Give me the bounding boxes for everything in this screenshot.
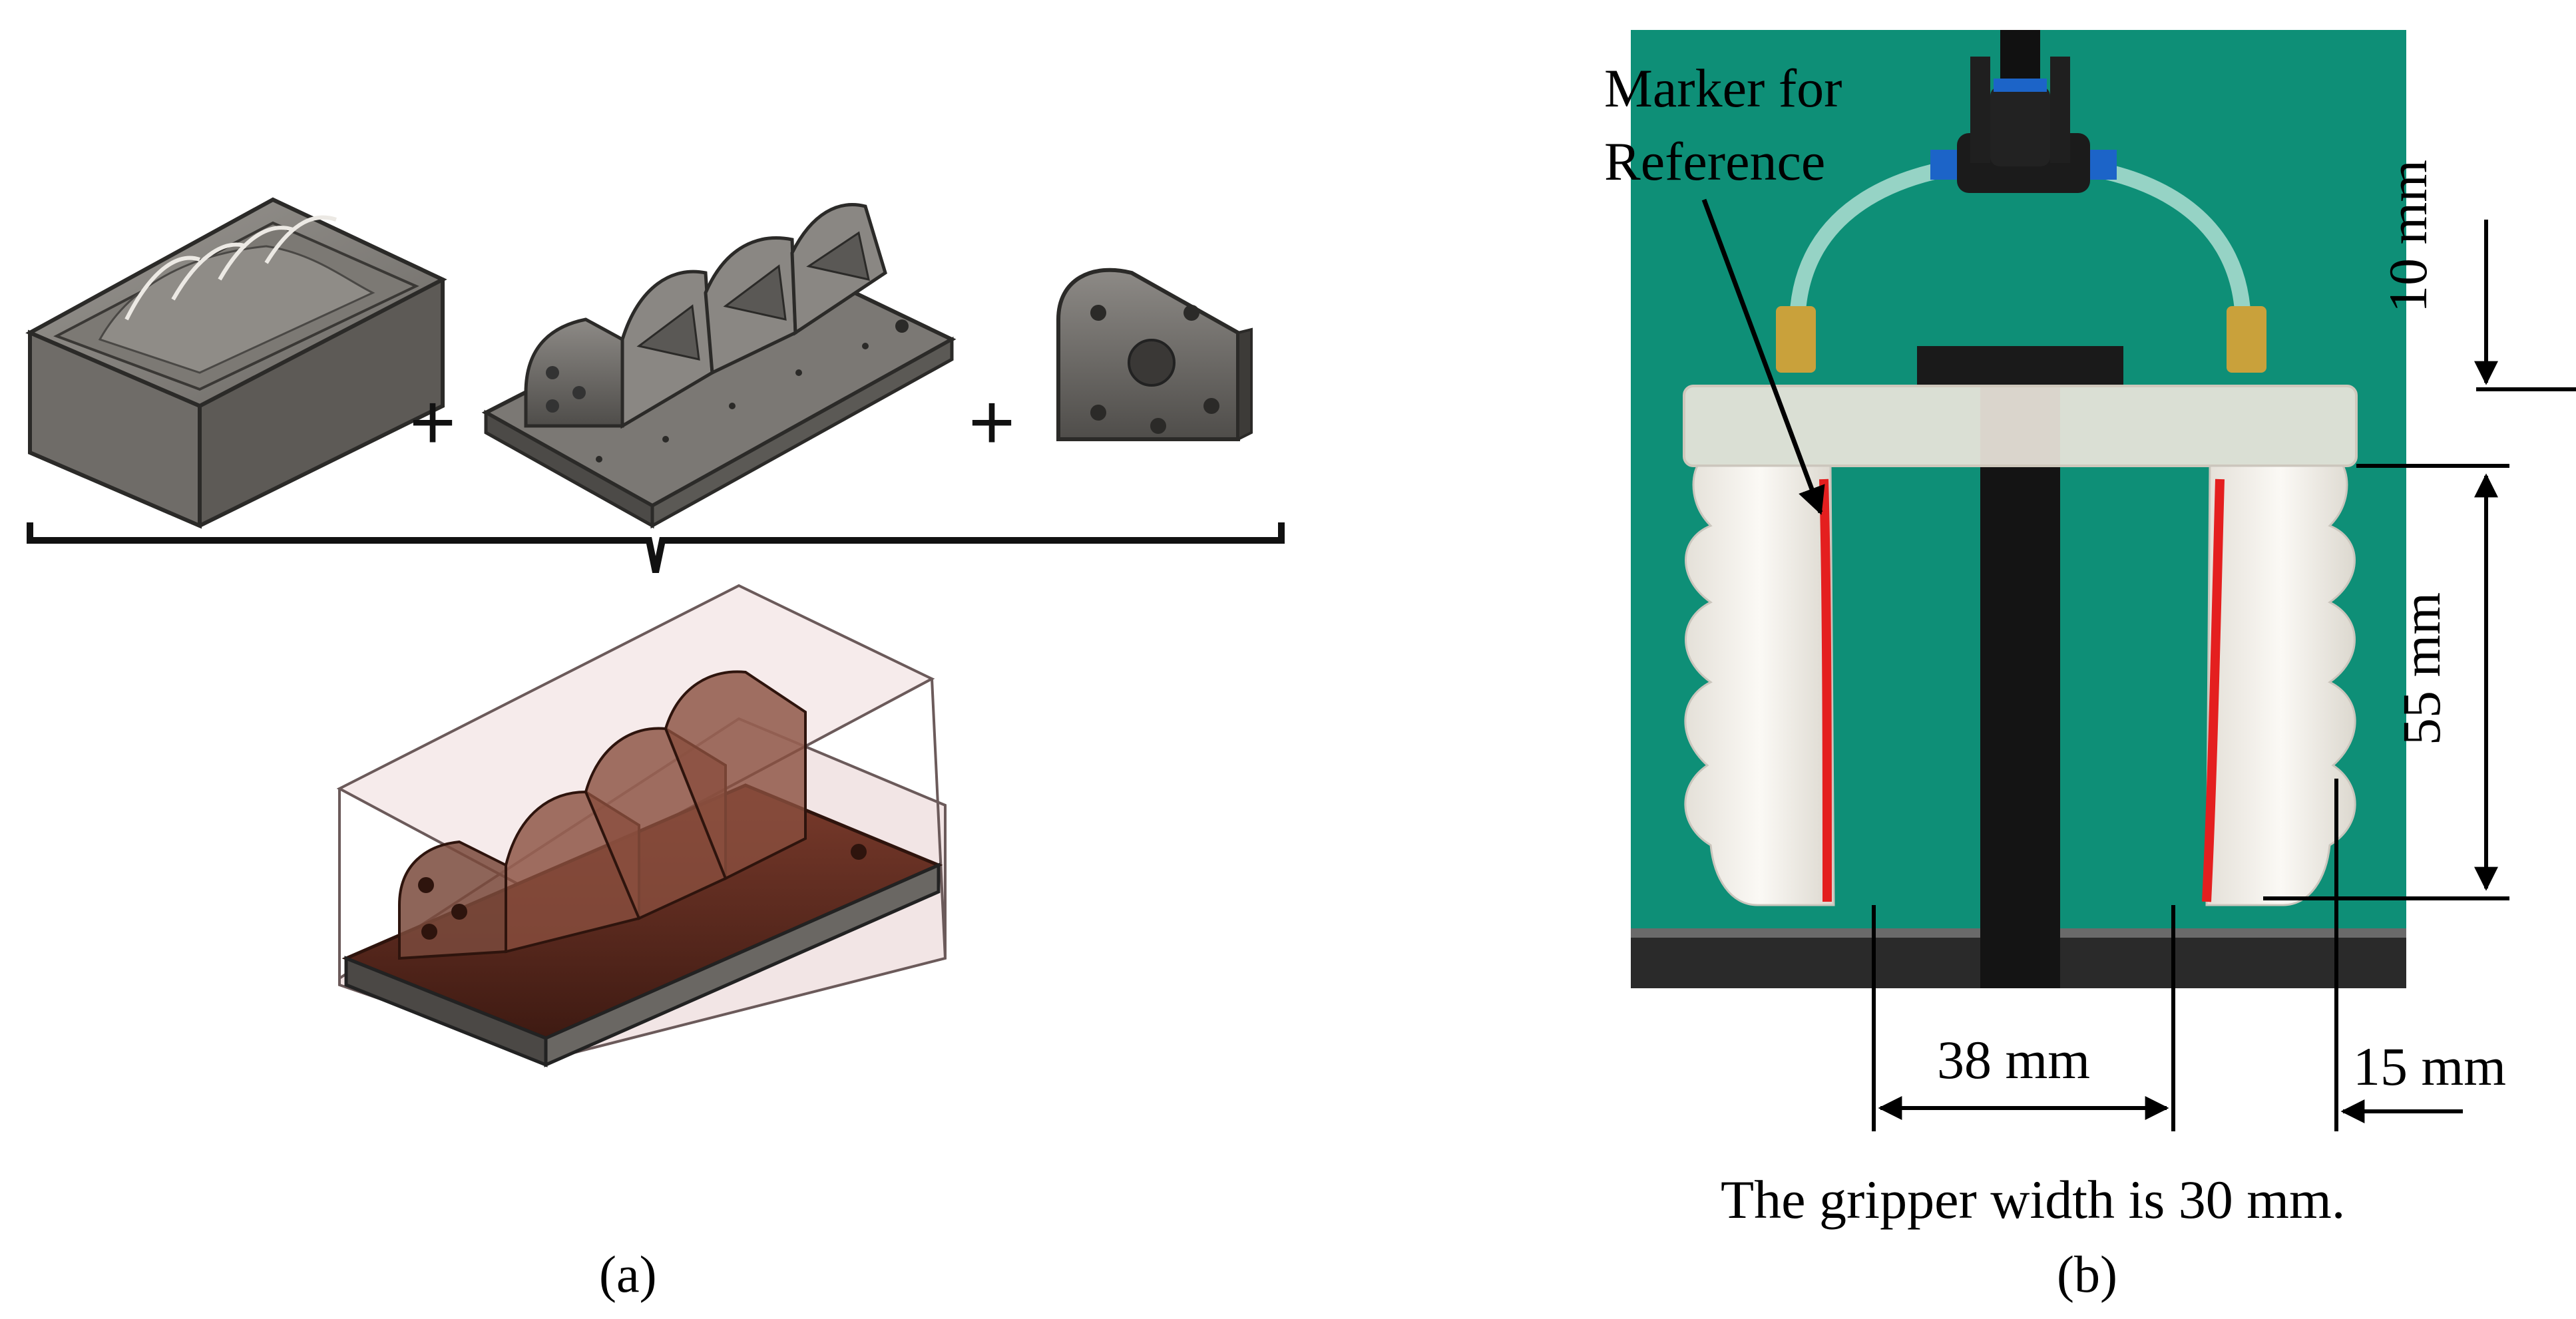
panel-a-label: (a) [599,1245,657,1303]
panel-a: + + [25,197,1285,1303]
end-cap-icon [1056,268,1253,442]
marker-arrow [1701,198,1825,515]
right-finger [2202,465,2356,906]
panel-b: Marker for Reference 10 mm 55 mm 38 mm 1… [1598,0,2576,1319]
dim-gap-label: 38 mm [1937,1030,2090,1090]
grouping-bracket [27,522,1285,574]
plus-sign-2: + [968,377,1015,467]
marker-label-line1: Marker for [1604,58,1842,118]
dim-height-label: 55 mm [2391,592,2452,745]
brass-fitting-right [2227,306,2266,373]
brass-fitting-left [1776,306,1816,373]
mold-base-icon [25,197,447,529]
marker-line-right [2202,478,2225,902]
dim-top-label: 10 mm [2378,160,2438,313]
plus-sign-1: + [409,377,456,467]
gripper-width-note: The gripper width is 30 mm. [1721,1169,2345,1230]
gripper-photo [1631,30,2406,988]
panel-b-label: (b) [2057,1245,2117,1303]
panel-a-drawing: + + [25,197,1285,1067]
dim-tip-label: 15 mm [2353,1036,2506,1097]
core-insert-icon [481,203,957,529]
left-finger [1684,465,1835,906]
marker-label-line2: Reference [1604,131,1825,192]
panel-b-drawing: Marker for Reference 10 mm 55 mm 38 mm 1… [1604,30,2576,1230]
assembled-mold-icon [336,584,947,1067]
acrylic-mount [1683,385,2358,467]
marker-line-left [1819,478,1832,902]
